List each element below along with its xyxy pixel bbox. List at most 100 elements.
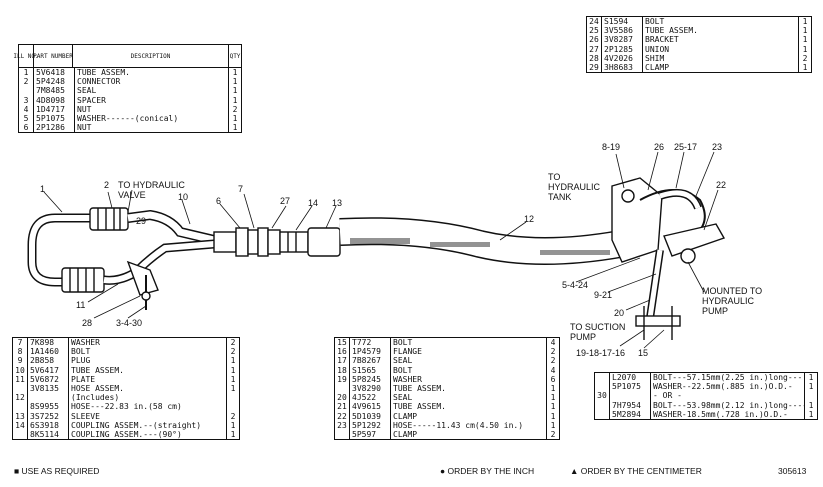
part-number-cell (28, 393, 69, 403)
callout-25-17: 25-17 (674, 142, 698, 152)
callout-20: 20 (614, 308, 625, 318)
description-cell: BOLT (393, 338, 413, 347)
qty-cell: 1 (804, 400, 817, 410)
description-cell: SEAL (393, 356, 413, 366)
header-qty: QTY (228, 45, 241, 67)
ill-no-cell: 5 (19, 114, 34, 124)
qty-cell: 2 (546, 347, 559, 357)
part-number-cell: 7B8267 (350, 356, 391, 366)
part-number-cell: 5D1039 (350, 411, 391, 421)
description-cell: WASHER-18.5mm(.728 in.)O.D.- (653, 409, 788, 419)
ill-no-cell (595, 400, 610, 410)
ill-no-cell: 6 (19, 123, 34, 133)
table-header: ILL NO. PART NUMBER DESCRIPTION QTY (13, 45, 241, 68)
part-number-cell: S1594 (602, 17, 643, 27)
ill-no-cell (595, 373, 610, 383)
footnote-order-by-centimeter: ▲ ORDER BY THE CENTIMETER (570, 466, 702, 476)
qty-cell: 2 (226, 411, 239, 421)
description-cell: WASHER------(conical) (77, 114, 179, 124)
part-number-cell: 5P597 (350, 430, 391, 440)
qty-cell: 1 (546, 393, 559, 403)
callout-6: 6 (216, 196, 222, 206)
table-row: 30- OR - (595, 391, 817, 401)
connector-2 (89, 207, 129, 231)
ill-no-cell (13, 384, 28, 394)
part-number-cell: 3V8135 (28, 384, 69, 394)
part-number-cell: 7H7954 (610, 400, 651, 410)
description-cell: BOLT---57.15mm(2.25 in.)long--- (653, 373, 803, 382)
qty-cell: 2 (226, 347, 239, 357)
description-cell: SEAL (77, 86, 97, 96)
ill-no-cell: 16 (335, 347, 350, 357)
description-cell: NUT (77, 123, 92, 133)
label-to-suction-pump: TO SUCTION PUMP (570, 322, 626, 342)
description-cell: (Includes) (71, 393, 120, 403)
description-cell: SHIM (645, 53, 665, 63)
bracket-26 (611, 177, 663, 263)
ill-no-cell: 2 (19, 77, 34, 87)
description-cell: BOLT (645, 17, 665, 26)
ill-no-cell: 15 (335, 338, 350, 348)
part-number-cell: 8K5114 (28, 430, 69, 440)
label-to-hydraulic-tank: TO HYDRAULIC TANK (548, 172, 601, 202)
callout-9-21: 9-21 (594, 290, 613, 300)
footnote-text: ORDER BY THE CENTIMETER (580, 466, 702, 476)
qty-cell: 1 (226, 374, 239, 385)
ill-no-cell: 26 (587, 35, 602, 45)
qty-cell: 1 (226, 420, 239, 431)
description-cell: SPACER (77, 95, 106, 105)
ill-no-cell: 19 (335, 374, 350, 385)
ill-no-cell: 9 (13, 356, 28, 366)
ill-no-cell: 3 (19, 95, 34, 105)
qty-cell (226, 393, 239, 403)
ill-no-cell: 4 (19, 104, 34, 115)
ill-no-cell: 28 (587, 53, 602, 64)
footnote-text: ORDER BY THE INCH (447, 466, 535, 476)
ill-no-cell (335, 384, 350, 394)
ill-no-cell (13, 402, 28, 412)
qty-cell: 2 (546, 356, 559, 366)
qty-cell: 2 (546, 430, 559, 440)
qty-cell: 1 (228, 114, 241, 124)
qty-cell: 2 (228, 104, 241, 115)
part-number-cell: 4D8098 (34, 95, 75, 105)
description-cell: WASHER (393, 374, 422, 384)
description-cell: CLAMP (393, 411, 418, 421)
description-cell: UNION (645, 44, 670, 54)
description-cell: BOLT (393, 365, 413, 375)
description-cell: COUPLING ASSEM.--(straight) (71, 420, 202, 430)
qty-cell: 1 (228, 86, 241, 96)
part-number-cell: 8S9955 (28, 402, 69, 412)
description-cell: SLEEVE (71, 411, 100, 421)
ill-no-cell: 24 (587, 17, 602, 27)
part-number-cell: 5M2894 (610, 409, 651, 420)
qty-cell: 1 (804, 382, 817, 392)
callout-2: 2 (104, 180, 110, 190)
coupling-14 (279, 231, 309, 253)
qty-cell: 1 (226, 356, 239, 366)
ill-no-cell: 7 (13, 338, 28, 348)
callout-12: 12 (524, 214, 535, 224)
description-cell: TUBE ASSEM. (393, 402, 446, 412)
qty-cell: 1 (798, 35, 811, 45)
callout-22: 22 (716, 180, 727, 190)
